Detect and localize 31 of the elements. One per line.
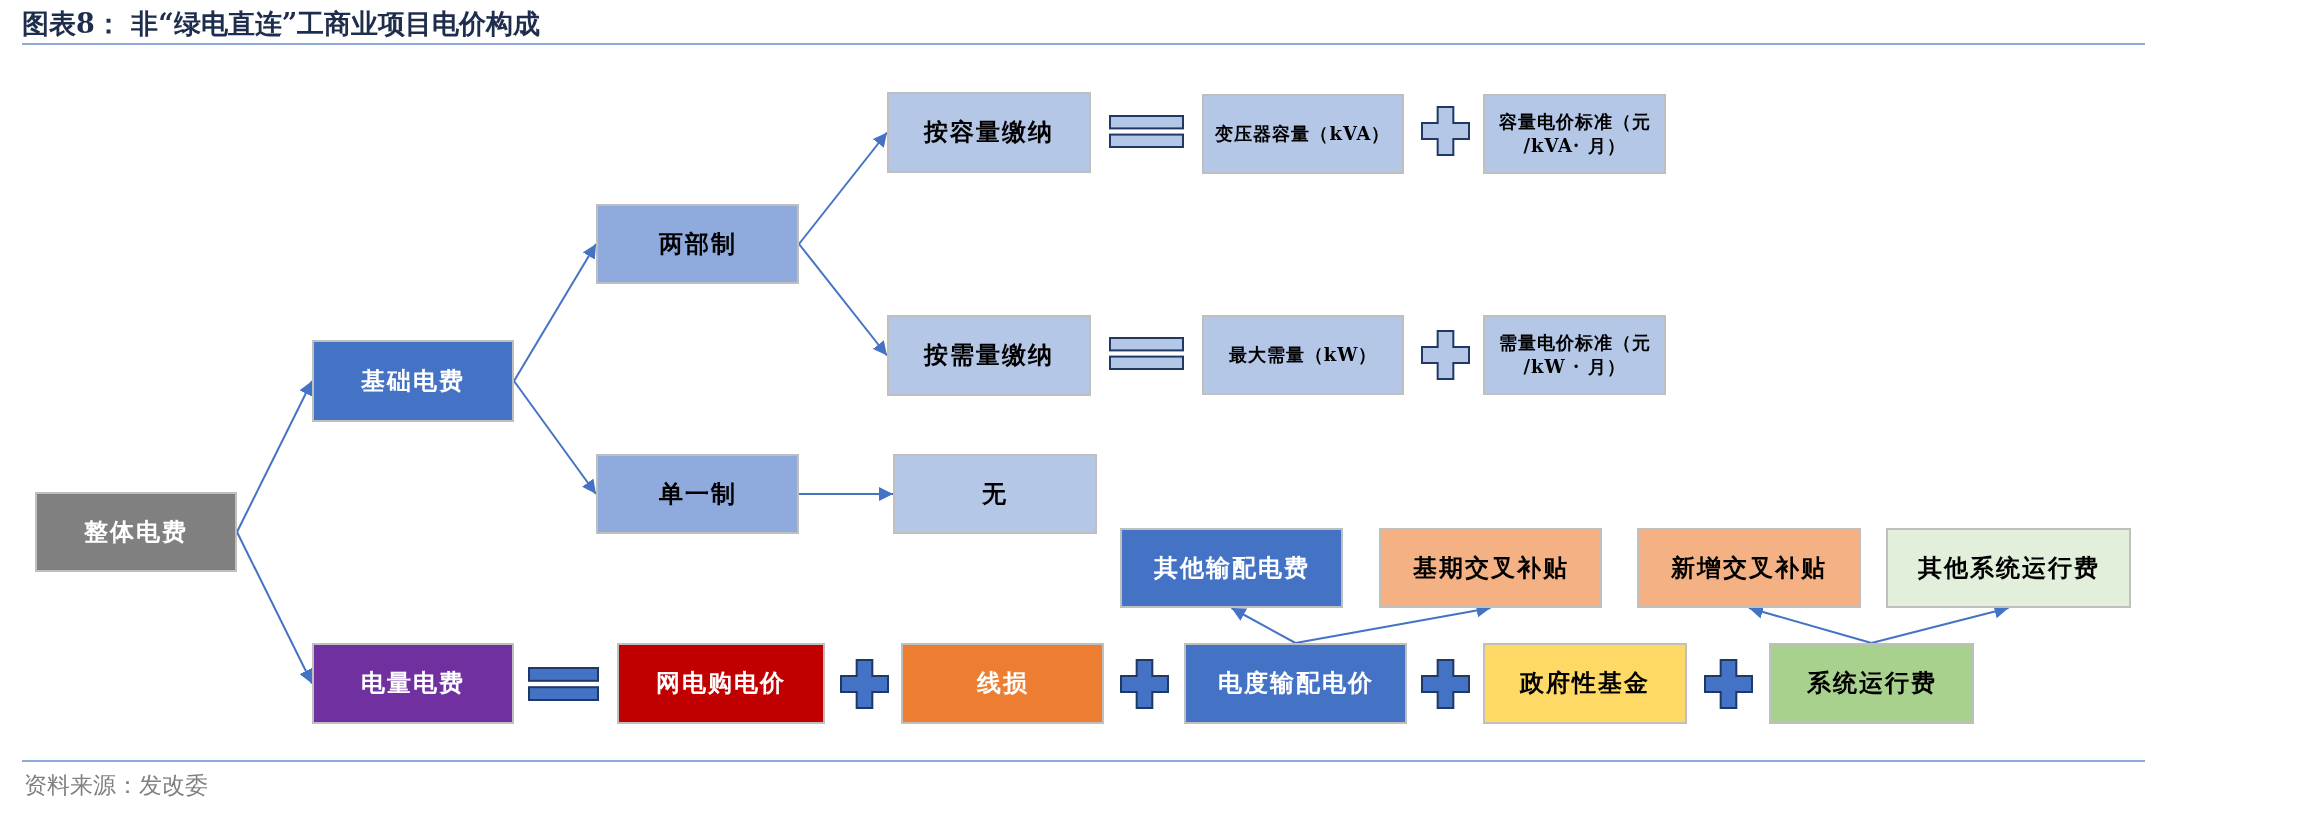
process-box: 单一制: [596, 454, 799, 534]
process-box: 整体电费: [35, 492, 237, 572]
process-box: 系统运行费: [1769, 643, 1974, 724]
arrow: [513, 380, 597, 495]
process-box: 新增交叉补贴: [1637, 528, 1861, 608]
process-box: 按需量缴纳: [887, 315, 1091, 396]
process-box: 无: [893, 454, 1097, 534]
source-note: 资料来源：发改委: [24, 771, 208, 800]
figure-title: 图表8： 非“绿电直连”工商业项目电价构成: [22, 7, 541, 41]
process-box: 电量电费: [312, 643, 514, 724]
process-box: 基础电费: [312, 340, 514, 422]
process-box: 网电购电价: [617, 643, 825, 724]
arrow: [1230, 607, 1297, 644]
process-box: 电度输配电价: [1184, 643, 1407, 724]
arrow: [798, 131, 888, 245]
process-box: 其他系统运行费: [1886, 528, 2131, 608]
arrow: [798, 243, 888, 357]
process-box: 按容量缴纳: [887, 92, 1091, 173]
process-box: 需量电价标准（元 /kW · 月）: [1483, 315, 1666, 395]
process-box: 政府性基金: [1483, 643, 1687, 724]
process-box: 变压器容量（kVA）: [1202, 94, 1404, 174]
process-box: 最大需量（kW）: [1202, 315, 1404, 395]
arrow: [798, 487, 894, 501]
arrow: [236, 380, 313, 533]
process-box: 两部制: [596, 204, 799, 284]
process-box: 基期交叉补贴: [1379, 528, 1602, 608]
arrow: [513, 243, 597, 382]
process-box: 其他输配电费: [1120, 528, 1343, 608]
process-box: 容量电价标准（元 /kVA· 月）: [1483, 94, 1666, 174]
arrow: [236, 531, 313, 685]
process-box: 线损: [901, 643, 1104, 724]
